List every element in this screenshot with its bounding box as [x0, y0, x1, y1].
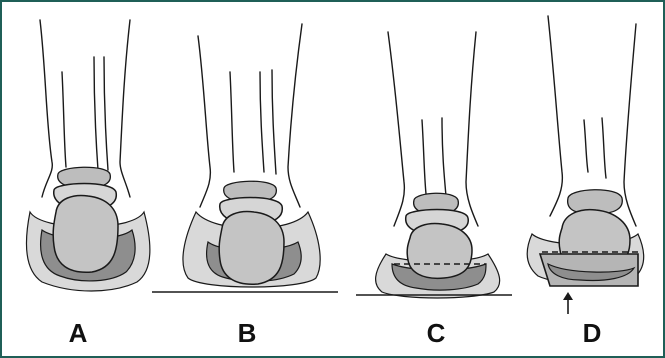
panel-c-leg-outline-left	[388, 32, 404, 226]
panel-c-drawing	[356, 32, 512, 298]
panel-a-drawing	[26, 20, 150, 291]
panel-a-tendon-3	[104, 57, 108, 170]
panel-d-label: D	[572, 320, 612, 346]
panel-c-calcaneus	[407, 224, 472, 279]
panel-a-leg-outline-right	[120, 20, 130, 197]
panel-a-label: A	[58, 320, 98, 346]
panel-b-leg-outline-right	[288, 24, 302, 207]
panel-c-leg-outline-right	[466, 32, 478, 226]
panel-b-tendon-2	[260, 72, 264, 172]
panel-a-calcaneus	[53, 196, 118, 273]
panel-b-tendon-1	[230, 72, 234, 172]
panel-b-leg-outline-left	[198, 36, 210, 207]
panel-c-tendon-1	[422, 120, 426, 194]
panel-d-tendon-2	[602, 118, 606, 178]
panel-b-drawing	[152, 24, 338, 292]
panel-b-label: B	[227, 320, 267, 346]
panel-a-leg-outline-left	[40, 20, 52, 197]
panel-a-tendon-2	[94, 57, 98, 170]
panel-b-calcaneus	[219, 212, 284, 285]
panel-d-arrow-head	[563, 292, 573, 300]
panel-d-tendon-1	[584, 120, 588, 172]
panel-d-leg-outline-left	[548, 16, 562, 216]
panel-a-tendon-1	[62, 72, 66, 167]
panel-d-leg-outline-right	[624, 24, 636, 226]
panel-c-label: C	[416, 320, 456, 346]
panel-c-tendon-2	[442, 118, 446, 196]
panel-b-tendon-3	[272, 70, 276, 174]
panel-d-drawing	[527, 16, 644, 314]
